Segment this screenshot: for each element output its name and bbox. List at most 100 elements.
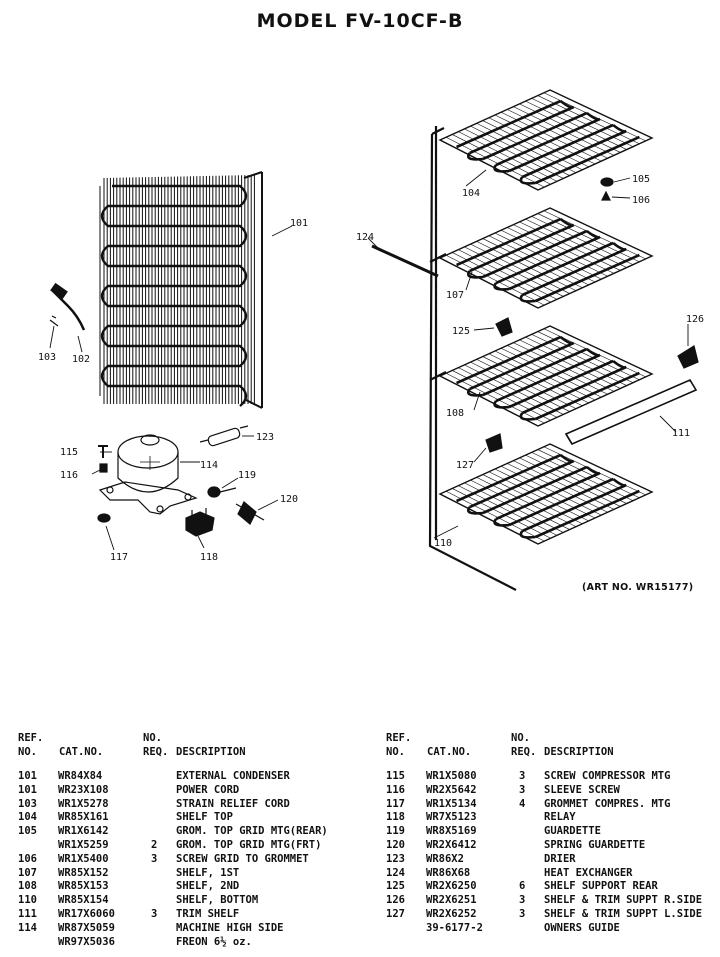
qty-required: 4 (519, 797, 526, 810)
description: EXTERNAL CONDENSER (176, 770, 290, 782)
ref-no: 101 (18, 783, 37, 796)
callout-103: 103 (38, 352, 56, 363)
description: SLEEVE SCREW (544, 783, 620, 796)
description: MACHINE HIGH SIDE (176, 921, 284, 934)
cat-no: WR23X108 (58, 783, 109, 796)
qty-required: 3 (519, 783, 526, 796)
condenser-illustration (99, 171, 263, 409)
cat-no: WR1X5278 (58, 797, 109, 810)
description: SHELF SUPPORT REAR (544, 880, 658, 893)
shelf-support-rear (495, 317, 513, 337)
description: GROM. TOP GRID MTG(REAR) (176, 825, 328, 838)
ref-no: 127 (386, 908, 405, 920)
ref-no: 124 (386, 866, 405, 879)
cat-no: 39-6177-2 (426, 921, 483, 934)
cat-no: WR2X5642 (426, 783, 477, 796)
callout-115: 115 (60, 447, 78, 458)
parts-list-left: REF. NO. CAT.NO. NO. REQ. DESCRIPTION 10… (18, 732, 348, 954)
shelf-bottom (438, 443, 654, 545)
callout-104: 104 (462, 188, 480, 199)
compressor-illustration (98, 434, 198, 515)
description: SHELF & TRIM SUPPT L.SIDE (544, 908, 703, 920)
ref-no: 123 (386, 852, 405, 865)
callout-120: 120 (280, 494, 298, 505)
cat-no: WR2X6250 (426, 880, 477, 893)
callout-114: 114 (200, 460, 218, 471)
callout-labels: 101 102 103 104 105 106 107 108 110 111 … (38, 174, 704, 563)
callout-111: 111 (672, 428, 690, 439)
spring-guardette-illustration (235, 501, 265, 525)
cat-no: WR86X68 (426, 866, 471, 879)
qty-required: 3 (151, 908, 158, 920)
qty-required: 3 (519, 908, 526, 920)
ref-no: 103 (18, 797, 37, 810)
callout-102: 102 (72, 354, 90, 365)
callout-119: 119 (238, 470, 256, 481)
description: SHELF, BOTTOM (176, 894, 259, 907)
header-ref-bottom: NO. (386, 746, 405, 758)
power-cord-illustration (49, 282, 86, 331)
sleeve-screw (99, 463, 108, 473)
description: SCREW COMPRESSOR MTG (544, 770, 671, 782)
shelf-trim-suppt-lside (485, 433, 503, 453)
callout-127: 127 (456, 460, 474, 471)
header-cat: CAT.NO. (59, 746, 104, 758)
cat-no: WR8X5169 (426, 825, 477, 838)
screw-grid-grommet (601, 190, 611, 201)
cat-no: WR1X5400 (58, 852, 109, 865)
callout-118: 118 (200, 552, 218, 563)
header-desc: DESCRIPTION (544, 746, 614, 758)
shelf-top (438, 89, 654, 191)
cat-no: WR1X5080 (426, 770, 477, 782)
ref-no: 105 (18, 825, 37, 838)
callout-124: 124 (356, 232, 374, 243)
cat-no: WR1X5134 (426, 797, 477, 810)
description: SHELF, 1ST (176, 866, 240, 879)
description: SCREW GRID TO GROMMET (176, 852, 309, 865)
ref-no: 116 (386, 783, 405, 796)
callout-106: 106 (632, 195, 650, 206)
qty-required: 2 (151, 839, 158, 851)
grommet-compres-mtg (97, 513, 111, 523)
description: SHELF TOP (176, 811, 233, 824)
shelf-trim-suppt-rside (677, 345, 699, 369)
description: POWER CORD (176, 783, 240, 796)
description: GUARDETTE (544, 825, 601, 838)
grommet-top-grid (600, 177, 614, 187)
drier-illustration (199, 425, 249, 447)
description: DRIER (544, 852, 576, 865)
qty-required: 3 (151, 852, 158, 865)
description: GROMMET COMPRES. MTG (544, 797, 671, 810)
art-number: (ART NO. WR15177) (582, 582, 694, 593)
callout-110: 110 (434, 538, 452, 549)
callout-101: 101 (290, 218, 308, 229)
cat-no: WR1X6142 (58, 825, 109, 838)
header-req-top: NO. (143, 732, 162, 744)
description: STRAIN RELIEF CORD (176, 797, 290, 810)
description: SPRING GUARDETTE (544, 839, 646, 851)
ref-no: 125 (386, 880, 405, 893)
shelf-1st (438, 207, 654, 309)
callout-108: 108 (446, 408, 464, 419)
ref-no: 104 (18, 811, 37, 824)
cat-no: WR85X152 (58, 866, 109, 879)
cat-no: WR85X153 (58, 880, 109, 893)
cat-no: WR2X6412 (426, 839, 477, 851)
qty-required: 3 (519, 770, 526, 782)
description: HEAT EXCHANGER (544, 866, 633, 879)
cat-no: WR85X161 (58, 811, 109, 824)
callout-125: 125 (452, 326, 470, 337)
leader-lines (49, 169, 689, 551)
ref-no: 114 (18, 921, 37, 934)
ref-no: 119 (386, 825, 405, 838)
exploded-parts-diagram: 101 102 103 104 105 106 107 108 110 111 … (38, 89, 704, 591)
ref-no: 107 (18, 866, 37, 879)
description: TRIM SHELF (176, 908, 240, 920)
condenser-tube (100, 184, 248, 407)
trim-shelf (564, 378, 698, 446)
ref-no: 115 (386, 770, 405, 782)
cat-no: WR86X2 (426, 852, 464, 865)
cat-no: WR85X154 (58, 894, 109, 907)
ref-no: 106 (18, 852, 37, 865)
description: GROM. TOP GRID MTG(FRT) (176, 839, 322, 851)
